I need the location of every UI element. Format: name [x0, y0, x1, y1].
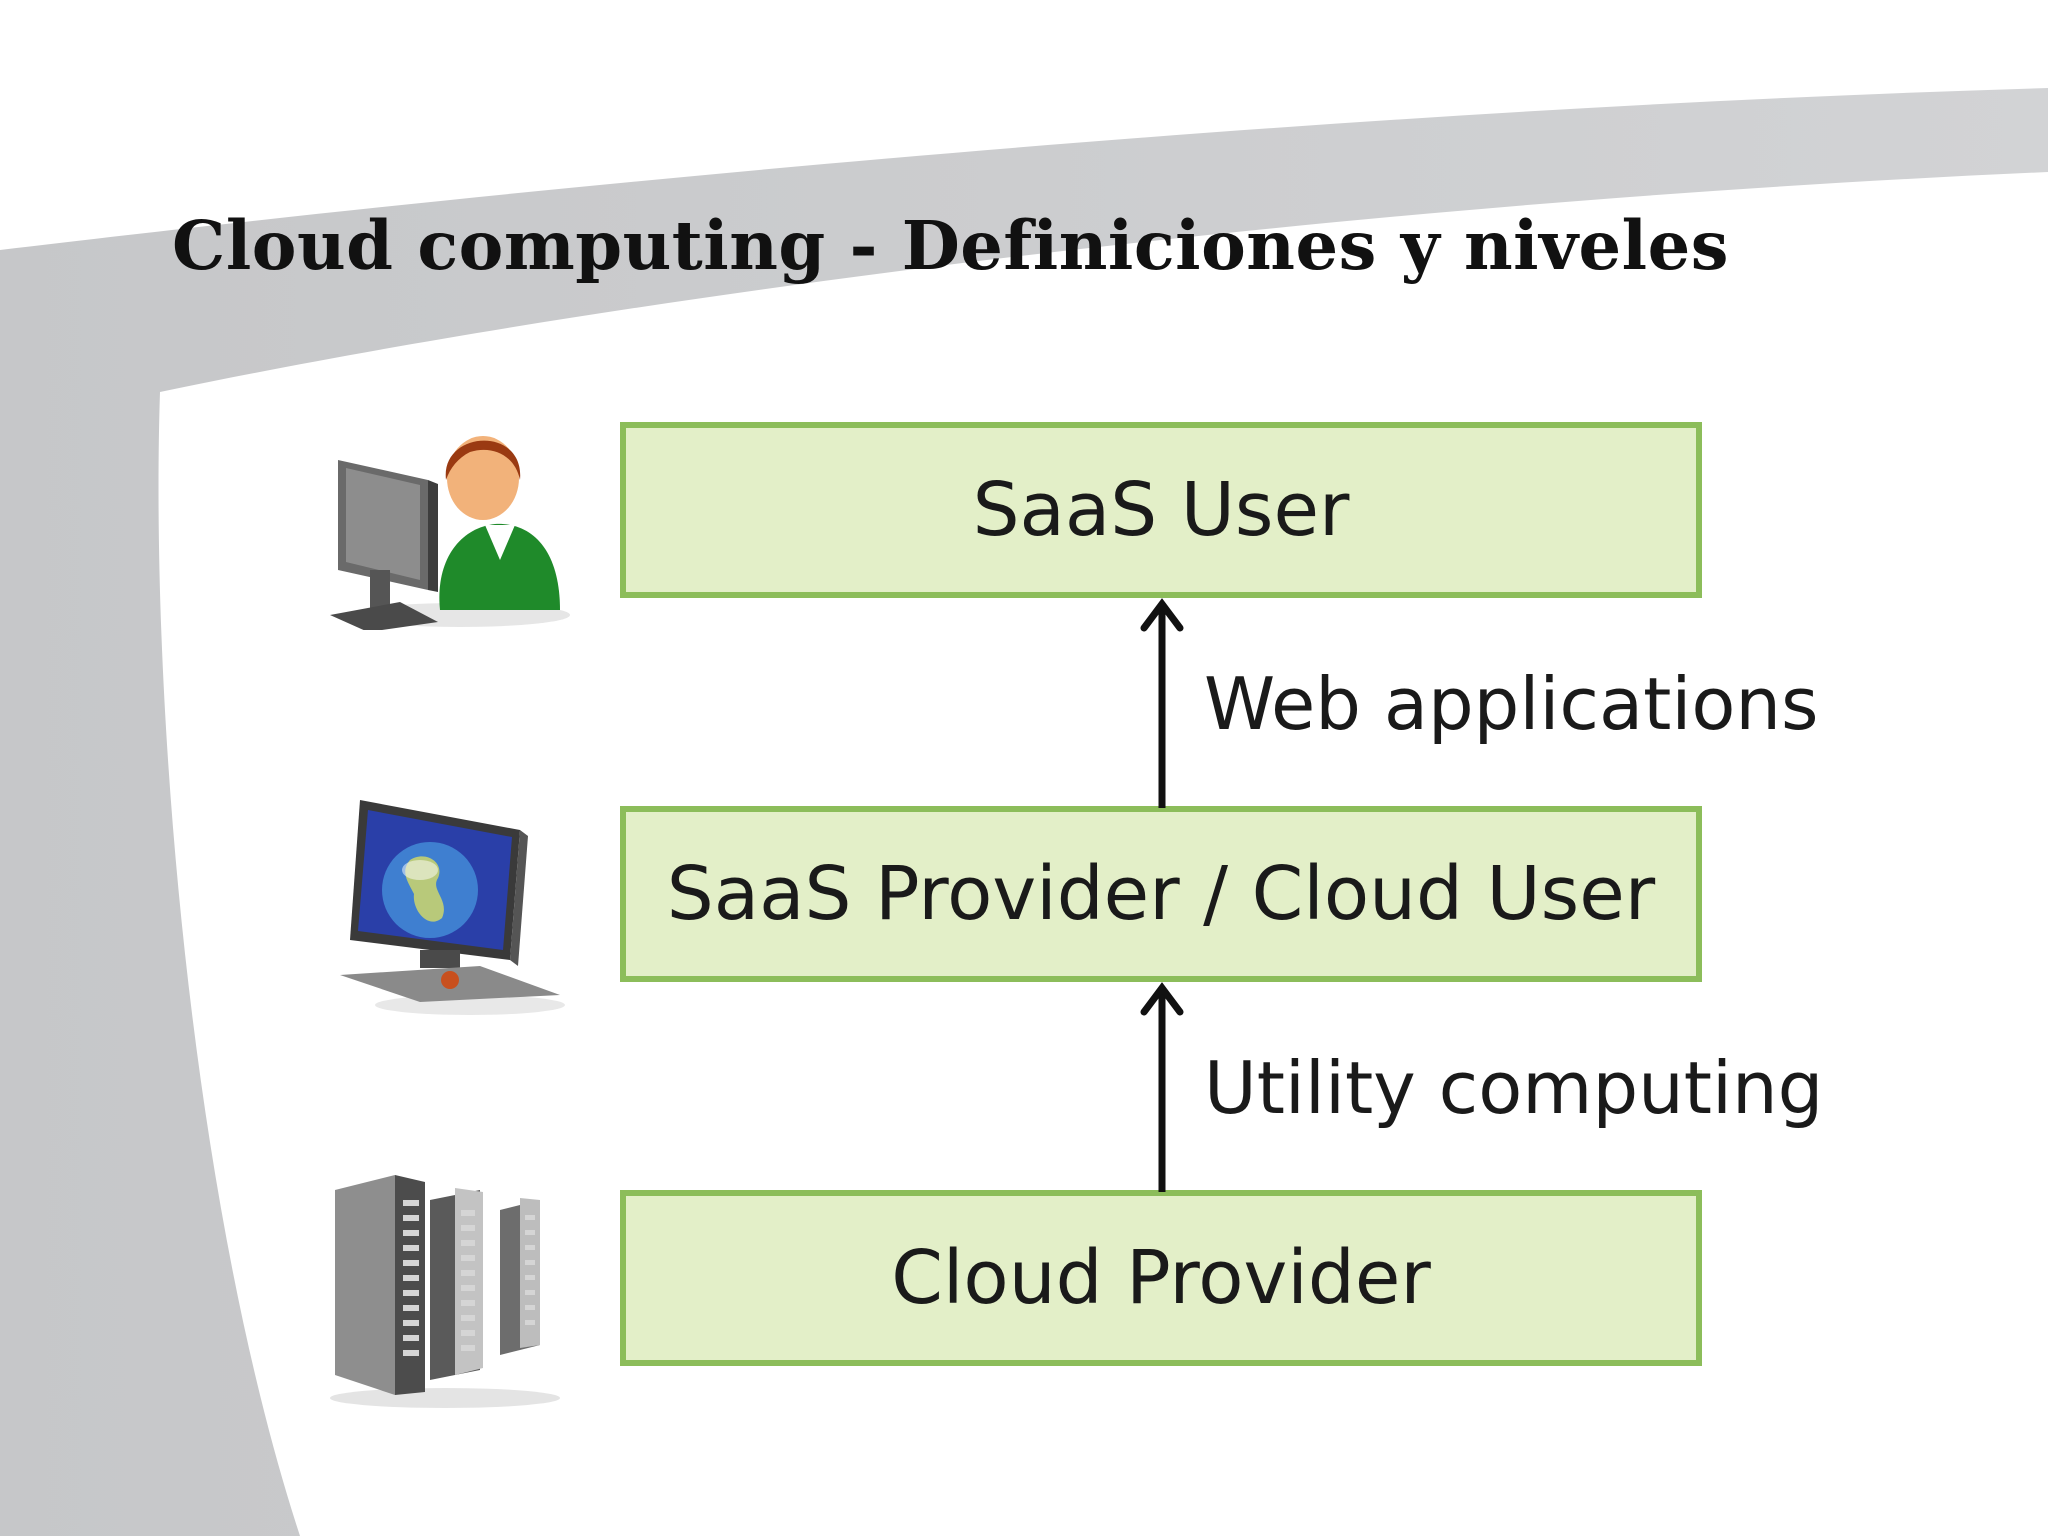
arrow-web-applications — [1140, 598, 1184, 808]
layer-box-saas-provider-cloud-user: SaaS Provider / Cloud User — [620, 806, 1702, 982]
slide-title: Cloud computing - Definiciones y niveles — [172, 206, 1729, 285]
user-at-computer-icon — [330, 436, 570, 630]
relation-label-utility-computing: Utility computing — [1204, 1046, 1824, 1130]
server-rack-icon — [330, 1175, 560, 1408]
arrow-utility-computing — [1140, 982, 1184, 1192]
layer-box-cloud-provider: Cloud Provider — [620, 1190, 1702, 1366]
layer-box-saas-user: SaaS User — [620, 422, 1702, 598]
globe-monitor-icon — [340, 800, 565, 1015]
relation-label-web-applications: Web applications — [1204, 662, 1819, 746]
